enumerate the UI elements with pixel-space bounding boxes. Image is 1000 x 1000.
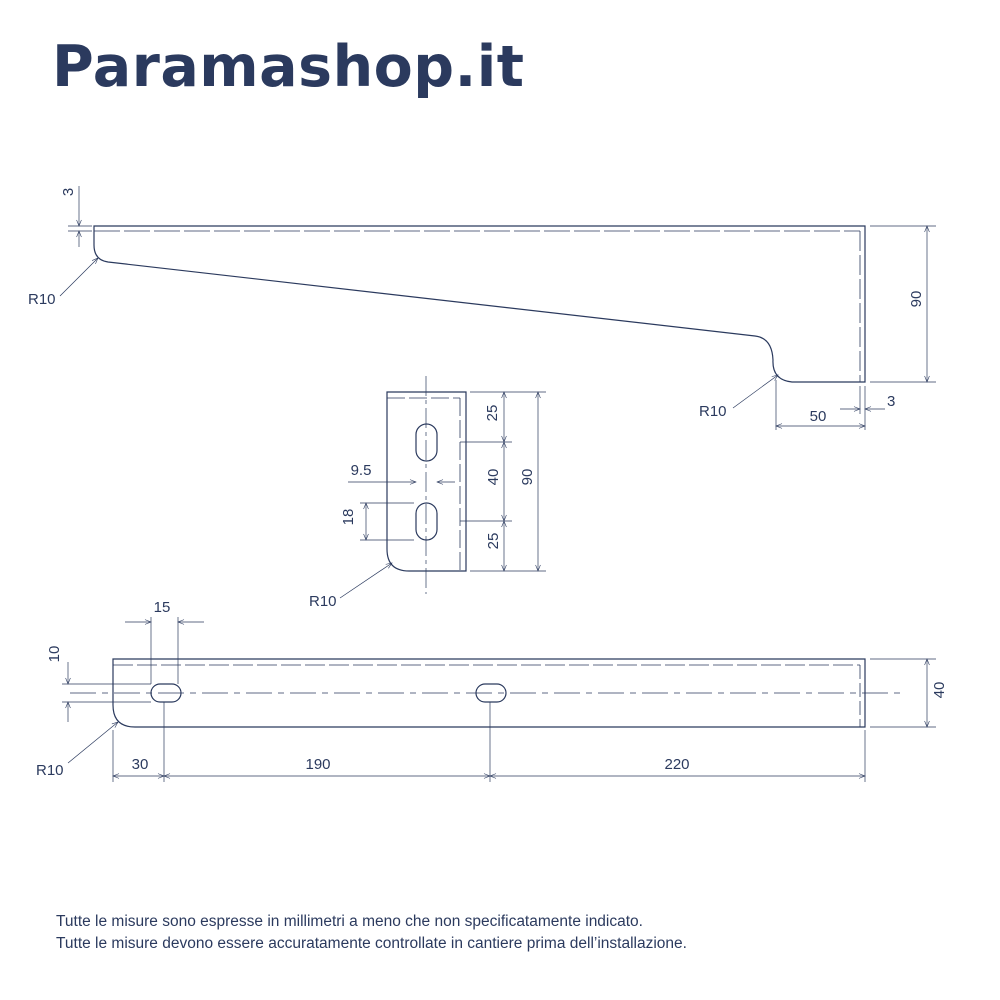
brand-logo: Paramashop.it [52,34,525,100]
top-first-slot-label: 30 [132,756,149,773]
note-verify: Tutte le misure devono essere accuratame… [56,935,687,952]
side-view [59,186,936,430]
top-view [62,617,936,782]
top-radius-label: R10 [36,762,64,779]
end-slot-length-label: 18 [340,509,357,526]
top-tail-label: 220 [664,756,689,773]
top-width-label: 40 [931,682,948,699]
end-top-offset-label: 25 [484,405,501,422]
end-lower-slot [415,502,438,541]
top-slot-width-label: 15 [154,599,171,616]
side-view-outline [93,225,866,383]
top-slot-spacing-label: 190 [305,756,330,773]
top-view-outline [112,658,866,728]
side-thickness-label: 3 [60,188,77,196]
top-second-slot [475,683,507,703]
side-foot-thickness-label: 3 [887,393,895,410]
end-slot-width-label: 9.5 [351,462,372,479]
top-first-slot [150,683,182,703]
side-radius-left-label: R10 [28,291,56,308]
end-bottom-offset-label: 25 [485,533,502,550]
end-view-outline [386,391,467,572]
side-height-label: 90 [908,291,925,308]
top-edge-distance-label: 10 [46,646,63,663]
end-slot-spacing-label: 40 [485,469,502,486]
end-upper-slot [415,423,438,462]
side-foot-length-label: 50 [810,408,827,425]
end-radius-label: R10 [309,593,337,610]
side-radius-right-label: R10 [699,403,727,420]
notes: Tutte le misure sono espresse in millime… [56,911,687,955]
end-total-height-label: 90 [519,469,536,486]
end-view [339,376,546,599]
note-units: Tutte le misure sono espresse in millime… [56,913,643,930]
